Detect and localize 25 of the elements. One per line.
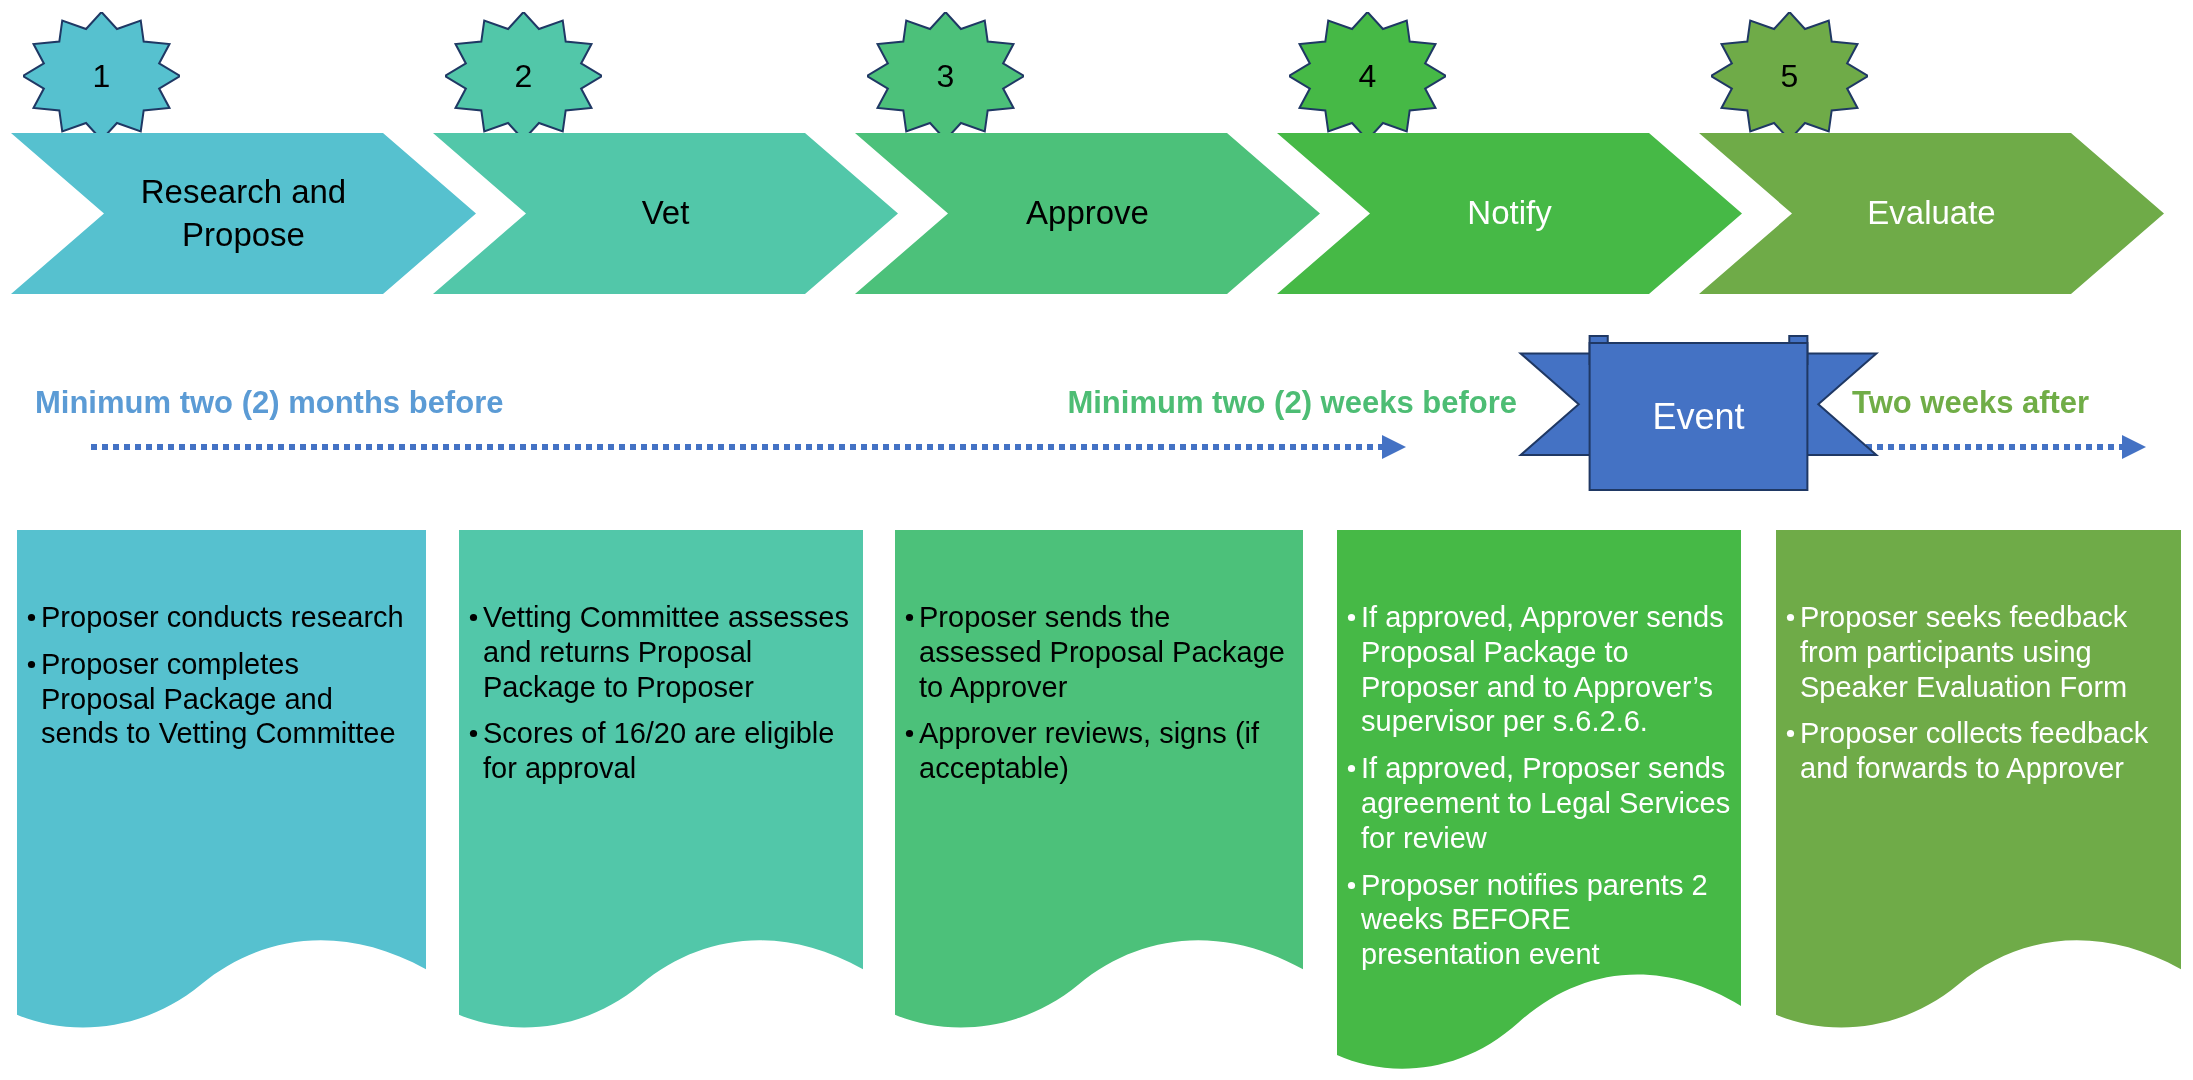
- step-title: Research and Propose: [139, 171, 348, 255]
- bullet-text: If approved, Proposer sends agreement to Legal Services for review: [1361, 751, 1732, 856]
- step-title: Approve: [1026, 193, 1149, 234]
- bullet-text: Proposer completes Proposal Package and sends to Vetting Committee: [41, 646, 397, 752]
- step-number: 1: [92, 57, 111, 95]
- timeline-label: Minimum two (2) weeks before: [1067, 385, 1517, 421]
- step-title: Notify: [1467, 193, 1552, 234]
- bullet-text: Vetting Committee assesses and returns Proposal Package to Proposer: [483, 600, 850, 705]
- bullet-text: Proposer notifies parents 2 weeks BEFORE presentation event: [1361, 867, 1709, 972]
- step-title: Vet: [641, 193, 690, 234]
- step-title: Evaluate: [1867, 193, 1996, 234]
- bullet-text: Approver reviews, signs (if acceptable): [919, 716, 1261, 786]
- timeline-label: Minimum two (2) months before: [35, 385, 504, 421]
- bullet-text: If approved, Approver sends Proposal Package to Proposer and to Approver’s supervisor per s.6.2.6.: [1361, 600, 1725, 740]
- step-number: 5: [1780, 57, 1799, 95]
- step-number: 4: [1358, 57, 1377, 95]
- bullet-text: Proposer conducts research: [41, 600, 405, 635]
- event-label: Event: [1652, 395, 1745, 438]
- bullet-text: Proposer seeks feedback from participants using Speaker Evaluation Form: [1800, 600, 2129, 705]
- step-number: 2: [514, 57, 533, 95]
- bullet-text: Proposer sends the assessed Proposal Package to Approver: [919, 600, 1286, 705]
- timeline-label: Two weeks after: [1852, 385, 2090, 421]
- bullet-text: Scores of 16/20 are eligible for approval: [483, 716, 836, 786]
- step-number: 3: [936, 57, 955, 95]
- bullet-text: Proposer collects feedback and forwards to Approver: [1800, 716, 2150, 786]
